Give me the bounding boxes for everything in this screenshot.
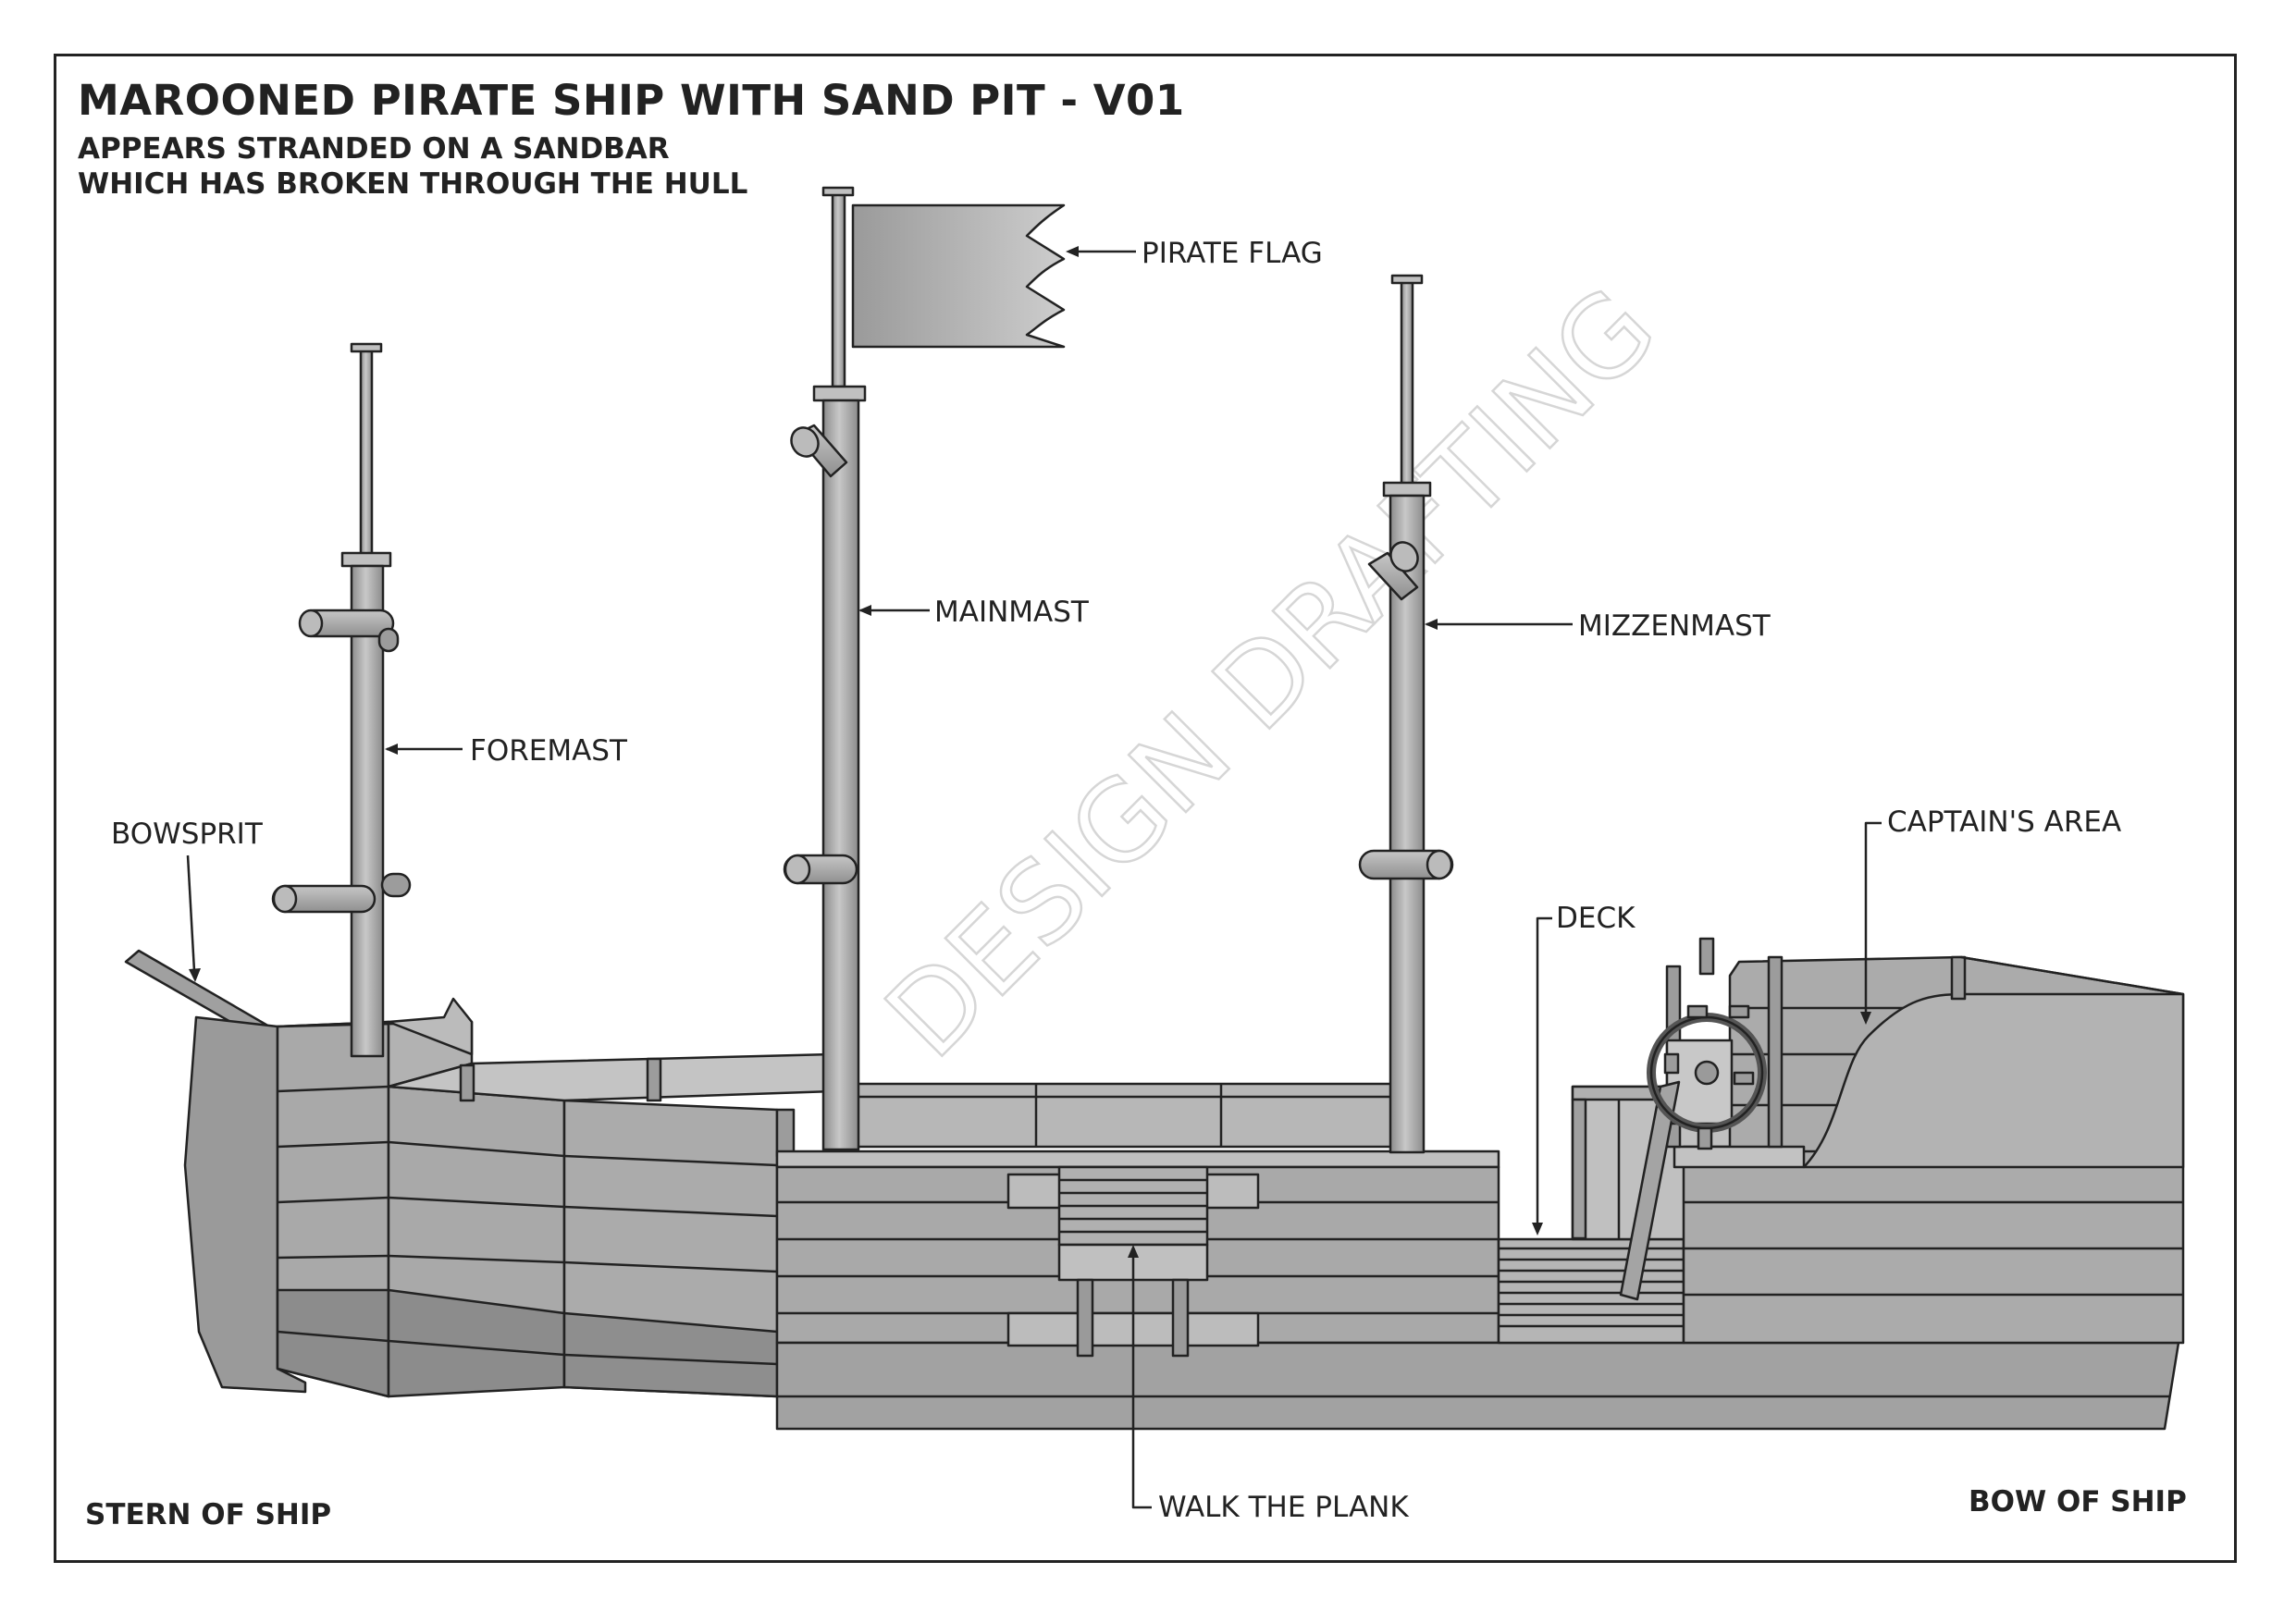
- bow-of-ship-label: BOW OF SHIP: [1969, 1485, 2187, 1518]
- mizzenmast: [1358, 274, 1454, 1154]
- leader-lines: [186, 250, 1882, 1509]
- mainmast: [783, 186, 867, 1151]
- drawing-subtitle-line-2: WHICH HAS BROKEN THROUGH THE HULL: [78, 167, 748, 201]
- leader-deck: [1536, 916, 1552, 1228]
- leader-arrowheads: [189, 246, 1871, 1258]
- captains-deck: [1665, 955, 2185, 1345]
- middle-hull: [775, 1082, 2180, 1431]
- label-captains-area: CAPTAIN'S AREA: [1887, 805, 2121, 839]
- label-mainmast: MAINMAST: [934, 596, 1090, 629]
- ships-wheel: [1619, 937, 1767, 1301]
- leader-bowsprit: [186, 855, 196, 972]
- stern-hull: [124, 949, 834, 1398]
- label-walk-the-plank: WALK THE PLANK: [1158, 1491, 1409, 1524]
- pirate-flag: [851, 203, 1066, 349]
- stern-of-ship-label: STERN OF SHIP: [85, 1498, 332, 1531]
- drawing-title: MAROONED PIRATE SHIP WITH SAND PIT - V01: [78, 76, 1185, 125]
- drawing-border: [54, 54, 2237, 1563]
- label-mizzenmast: MIZZENMAST: [1578, 609, 1771, 643]
- leader-walk-the-plank: [1131, 1253, 1152, 1509]
- label-bowsprit: BOWSPRIT: [111, 818, 264, 851]
- foremast: [271, 342, 412, 1058]
- leader-captains-area: [1864, 821, 1882, 1017]
- drawing-subtitle-line-1: APPEARS STRANDED ON A SANDBAR: [78, 132, 670, 166]
- label-foremast: FOREMAST: [470, 734, 628, 768]
- label-pirate-flag: PIRATE FLAG: [1142, 237, 1323, 270]
- watermark-text: DESIGN DRAFTING: [862, 264, 1681, 1083]
- label-deck: DECK: [1556, 902, 1636, 935]
